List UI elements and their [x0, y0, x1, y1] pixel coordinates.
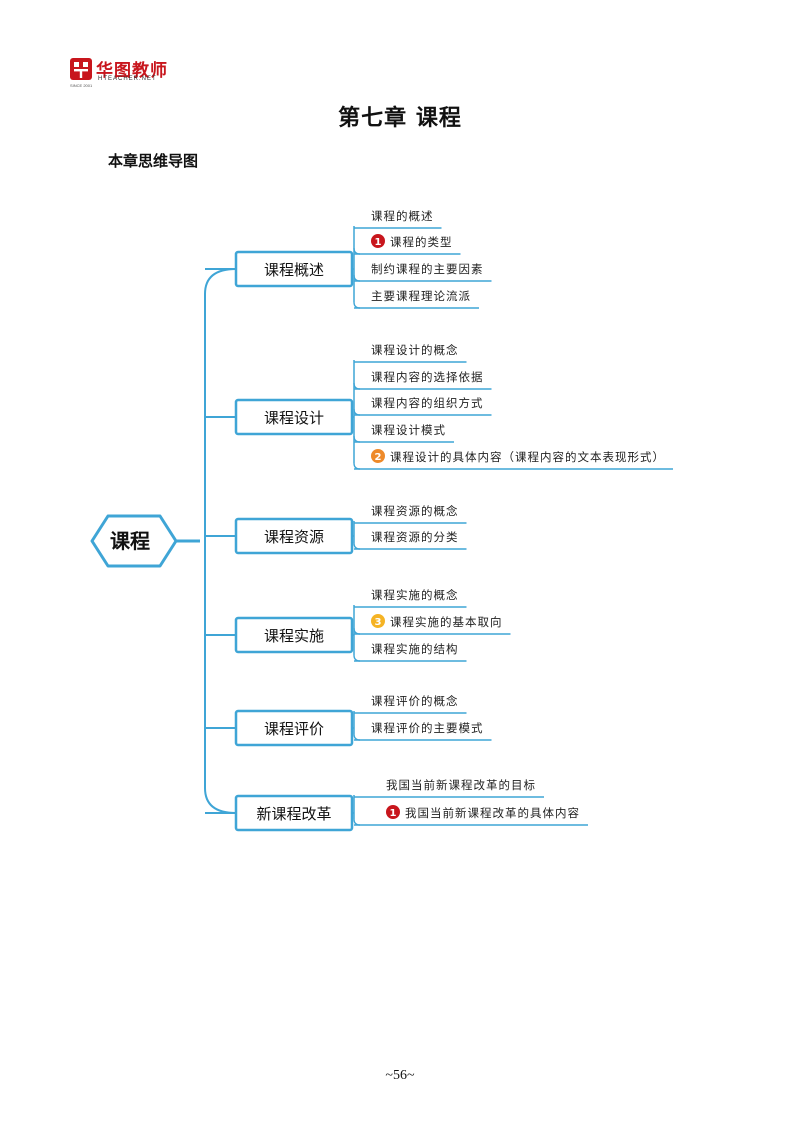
leaf-node-label: 课程内容的组织方式: [371, 396, 484, 410]
priority-badge-icon: [371, 614, 385, 628]
leaf-node-label: 课程内容的选择依据: [371, 370, 484, 384]
priority-badge-icon: [371, 449, 385, 463]
leaf-join: [353, 818, 361, 826]
leaf-connector: [352, 226, 355, 302]
logo: 华图教师 HTEACHER.NET SINCE 2001: [70, 58, 190, 88]
priority-badge-icon: [386, 805, 400, 819]
logo-since: SINCE 2001: [70, 83, 93, 88]
leaf-node-label: 课程设计的概念: [371, 343, 459, 357]
leaf-connector: [352, 795, 355, 819]
branch-node-label: 课程实施: [264, 627, 324, 645]
leaf-join: [353, 462, 361, 470]
branch-node-label: 新课程改革: [256, 805, 331, 823]
leaf-join: [353, 408, 361, 416]
leaf-node-label: 课程设计模式: [371, 423, 446, 437]
priority-badge-number: 1: [390, 808, 397, 819]
leaf-node-label: 课程评价的主要模式: [371, 721, 484, 735]
leaf-join: [353, 247, 361, 255]
leaf-node-label: 课程资源的概念: [371, 504, 459, 518]
priority-badge-number: 3: [375, 617, 382, 628]
trunk-line: [204, 268, 237, 814]
leaf-node-label: 课程实施的结构: [371, 642, 459, 656]
leaf-node-label: 制约课程的主要因素: [371, 262, 484, 276]
leaf-join: [353, 654, 361, 662]
branch-node-label: 课程概述: [264, 261, 324, 279]
logo-site: HTEACHER.NET: [98, 76, 157, 82]
branch-node-label: 课程资源: [264, 528, 324, 546]
leaf-node-label: 课程实施的基本取向: [390, 615, 503, 629]
section-title: 本章思维导图: [108, 152, 199, 170]
leaf-connector: [352, 521, 355, 543]
priority-badge-number: 1: [375, 237, 382, 248]
priority-badge-number: 2: [375, 452, 382, 463]
leaf-node-label: 课程的类型: [390, 235, 453, 249]
page-number: ~56~: [385, 1068, 415, 1083]
leaf-join: [353, 435, 361, 443]
leaf-join: [353, 627, 361, 635]
leaf-join: [353, 542, 361, 550]
leaf-node-label: 课程设计的具体内容（课程内容的文本表现形式）: [390, 450, 665, 464]
chapter-title: 第七章 课程: [338, 105, 462, 131]
logo-name: 华图教师: [96, 61, 168, 81]
leaf-node-label: 课程的概述: [371, 209, 434, 223]
leaf-join: [353, 382, 361, 390]
root-node-label: 课程: [110, 529, 150, 553]
logo-mark-icon: [70, 58, 92, 80]
branch-node-label: 课程设计: [264, 409, 324, 427]
leaf-node-label: 我国当前新课程改革的具体内容: [405, 806, 580, 820]
leaf-join: [353, 733, 361, 741]
leaf-node-label: 课程评价的概念: [371, 694, 459, 708]
leaf-node-label: 我国当前新课程改革的目标: [386, 778, 536, 792]
leaf-connector: [352, 711, 355, 734]
leaf-node-label: 课程实施的概念: [371, 588, 459, 602]
priority-badge-icon: [371, 234, 385, 248]
leaf-node-label: 主要课程理论流派: [371, 289, 471, 303]
leaf-join: [353, 301, 361, 309]
leaf-join: [353, 274, 361, 282]
branch-node-label: 课程评价: [264, 720, 324, 738]
leaf-node-label: 课程资源的分类: [371, 530, 459, 544]
